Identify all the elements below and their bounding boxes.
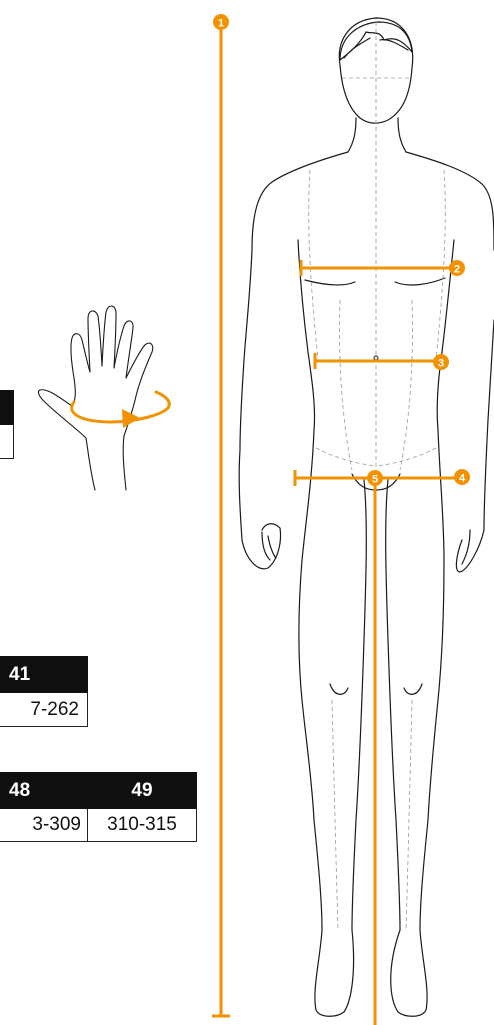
marker-2-label: 2 <box>454 264 460 276</box>
table-header-cell <box>0 391 14 425</box>
size-table-wrist <box>0 390 14 459</box>
wrist-circumference-arrow <box>72 392 170 428</box>
waist-measure-line <box>315 353 436 369</box>
marker-4: 4 <box>454 469 470 485</box>
marker-4-label: 4 <box>459 473 466 485</box>
marker-1: 1 <box>213 14 229 30</box>
marker-5-label: 5 <box>372 474 378 486</box>
marker-5: 5 <box>367 470 383 486</box>
marker-1-label: 1 <box>218 18 224 30</box>
table-header-cell: 41 <box>0 657 88 693</box>
marker-3: 3 <box>433 354 449 370</box>
chest-measure-line <box>301 260 452 276</box>
height-measure-line-icon <box>212 30 230 1016</box>
size-table-1: 41 7-262 <box>0 656 88 727</box>
table-header-cell: 49 <box>88 773 197 809</box>
marker-3-label: 3 <box>438 358 444 370</box>
male-figure-outline <box>239 18 494 1016</box>
table-value-cell <box>0 425 14 459</box>
hand-with-circumference-arrow-icon <box>38 306 152 490</box>
figure-guide-lines <box>309 22 446 1010</box>
size-table-2: 48 49 3-309 310-315 <box>0 772 197 842</box>
table-header-cell: 48 <box>0 773 88 809</box>
marker-2: 2 <box>449 260 465 276</box>
table-value-cell: 310-315 <box>88 809 197 842</box>
table-value-cell: 3-309 <box>0 809 88 842</box>
table-value-cell: 7-262 <box>0 693 88 727</box>
